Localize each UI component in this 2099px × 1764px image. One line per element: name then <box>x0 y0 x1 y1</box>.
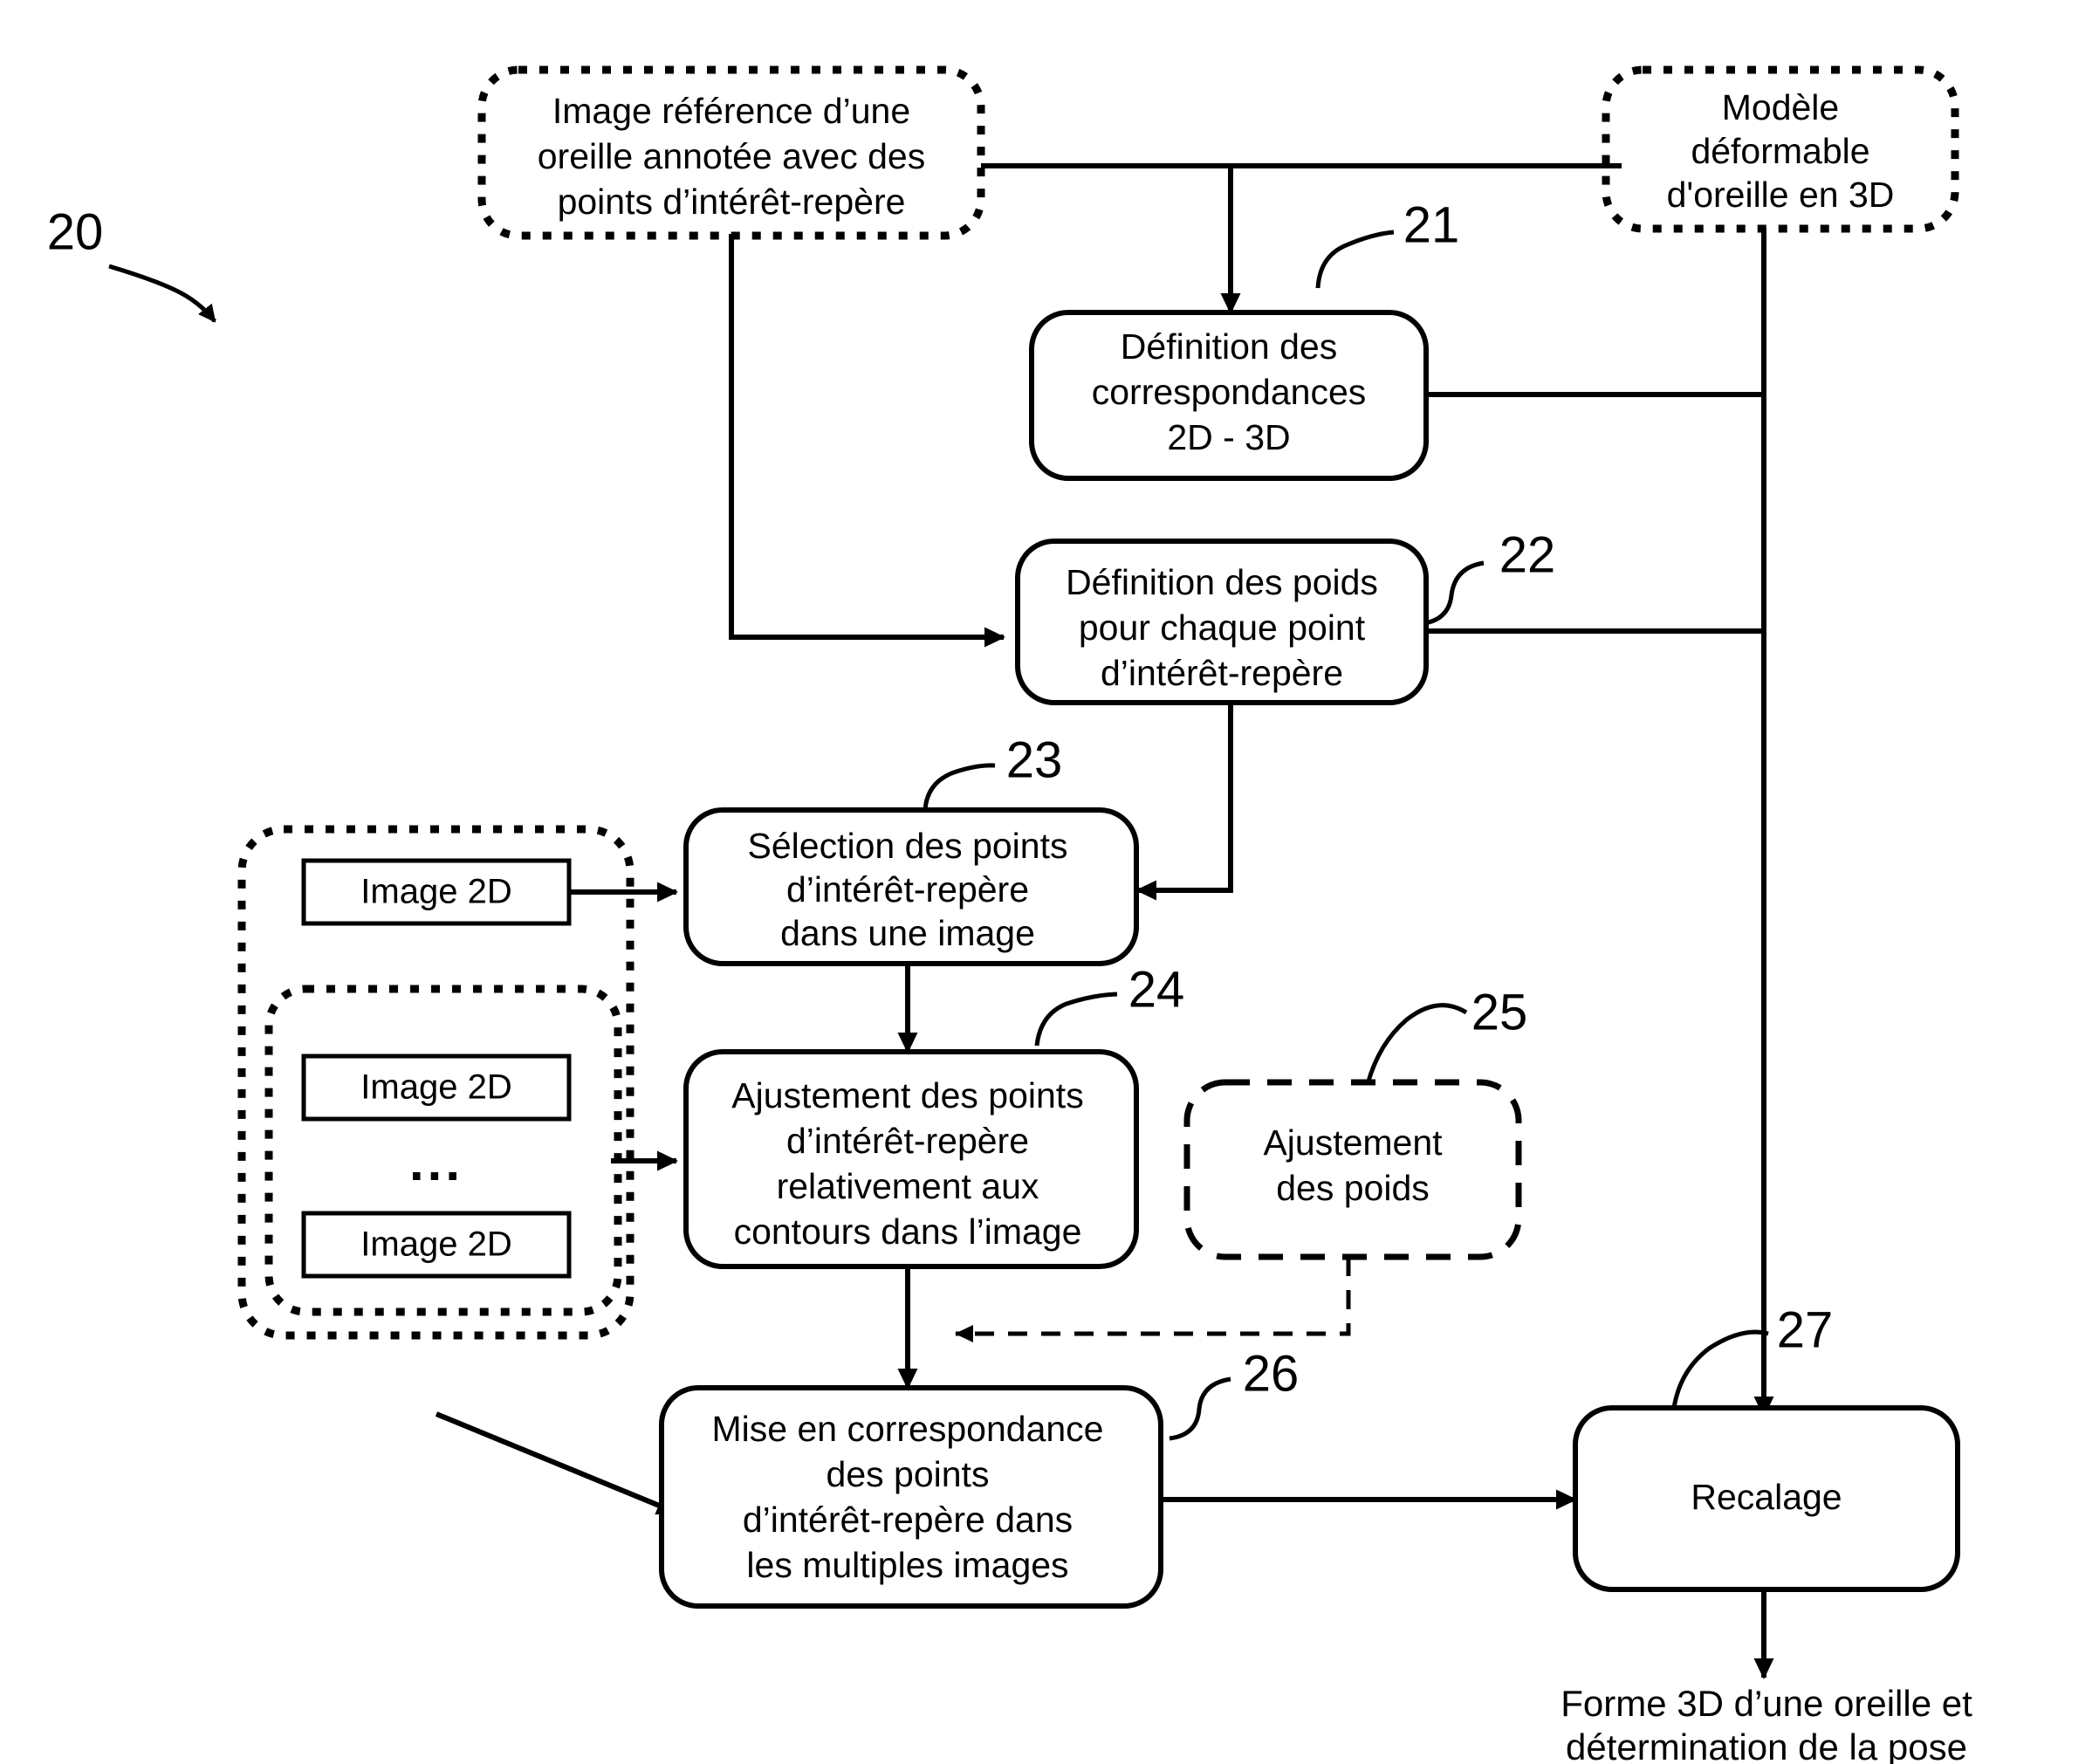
image-2d-label-2: Image 2D <box>360 1068 511 1107</box>
step-22-line-1: Définition des poids <box>1066 562 1378 602</box>
image-group-inner-container <box>264 985 622 1316</box>
step-23-line-1: Sélection des points <box>748 826 1068 866</box>
step-24-box <box>683 1049 1139 1269</box>
step-23-line-3: dans une image <box>780 913 1035 953</box>
image-2d-label-1: Image 2D <box>360 873 511 911</box>
step-24-line-2: d’intérêt-repère <box>786 1121 1029 1161</box>
step-23-box <box>683 807 1139 966</box>
output-line-1: Forme 3D d’une oreille et <box>1561 1683 1972 1724</box>
leader-line-27 <box>1671 1329 1769 1409</box>
step-26-line-3: d’intérêt-repère dans <box>743 1500 1073 1540</box>
step-26-line-4: les multiples images <box>746 1545 1068 1585</box>
step-21-box <box>1029 310 1429 481</box>
image-2d-box-2 <box>301 1054 572 1122</box>
reference-image-box <box>477 65 985 240</box>
step-21-line-1: Définition des <box>1121 326 1337 367</box>
reference-numeral-23: 23 <box>1006 731 1063 788</box>
image-2d-box-1 <box>301 858 572 926</box>
deformable-model-line-1: Modèle <box>1722 87 1839 127</box>
step-27-box <box>1573 1405 1960 1592</box>
step-26-line-2: des points <box>827 1454 990 1494</box>
deformable-model-box <box>1602 65 1959 233</box>
step-24-line-3: relativement aux <box>777 1166 1039 1206</box>
step-26-box <box>659 1385 1163 1609</box>
step-21-line-2: correspondances <box>1092 372 1367 412</box>
image-group-outer-container <box>237 825 635 1340</box>
connector-ref-to-step22 <box>729 234 1005 648</box>
reference-image-line-2: oreille annotée avec des <box>538 136 925 176</box>
step-24-line-4: contours dans l’image <box>734 1211 1082 1252</box>
reference-numeral-27: 27 <box>1777 1301 1834 1358</box>
image-2d-label-3: Image 2D <box>360 1225 511 1264</box>
connector-step22-to-step23 <box>1135 704 1233 901</box>
step-22-box <box>1015 539 1429 705</box>
leader-line-23 <box>923 763 996 811</box>
leader-line-25 <box>1365 1003 1468 1085</box>
step-21-line-3: 2D - 3D <box>1167 417 1290 457</box>
step-23-line-2: d’intérêt-repère <box>786 869 1029 909</box>
deformable-model-line-2: déformable <box>1691 131 1869 171</box>
reference-numeral-25: 25 <box>1471 984 1528 1040</box>
leader-line-22 <box>1417 560 1485 627</box>
step-27-label: Recalage <box>1691 1477 1842 1517</box>
image-2d-ellipsis: ... <box>409 1133 463 1191</box>
reference-numeral-21: 21 <box>1403 196 1460 253</box>
connector-step25-feedback <box>955 1257 1351 1342</box>
leader-line-26 <box>1169 1376 1231 1441</box>
connector-imagegroup-to-step26 <box>435 1411 678 1515</box>
step-22-line-2: pour chaque point <box>1079 607 1366 648</box>
step-25-box <box>1183 1079 1522 1260</box>
image-2d-box-3 <box>301 1211 572 1279</box>
step-25-line-2: des poids <box>1276 1168 1430 1208</box>
step-25-line-1: Ajustement <box>1263 1122 1443 1163</box>
output-line-2: détermination de la pose <box>1566 1726 1967 1764</box>
reference-image-line-3: points d’intérêt-repère <box>558 182 906 222</box>
step-24-line-1: Ajustement des points <box>731 1075 1083 1115</box>
reference-numeral-24: 24 <box>1128 961 1185 1018</box>
reference-numeral-22: 22 <box>1499 526 1556 583</box>
leader-line-20 <box>108 264 216 323</box>
figure-numeral-20: 20 <box>47 203 104 260</box>
leader-line-21 <box>1315 230 1395 289</box>
reference-image-line-1: Image référence d’une <box>552 91 910 131</box>
deformable-model-line-3: d'oreille en 3D <box>1667 175 1895 215</box>
step-26-line-1: Mise en correspondance <box>712 1409 1104 1449</box>
reference-numeral-26: 26 <box>1243 1345 1300 1402</box>
step-22-line-3: d’intérêt-repère <box>1101 653 1343 693</box>
leader-line-24 <box>1034 992 1118 1047</box>
